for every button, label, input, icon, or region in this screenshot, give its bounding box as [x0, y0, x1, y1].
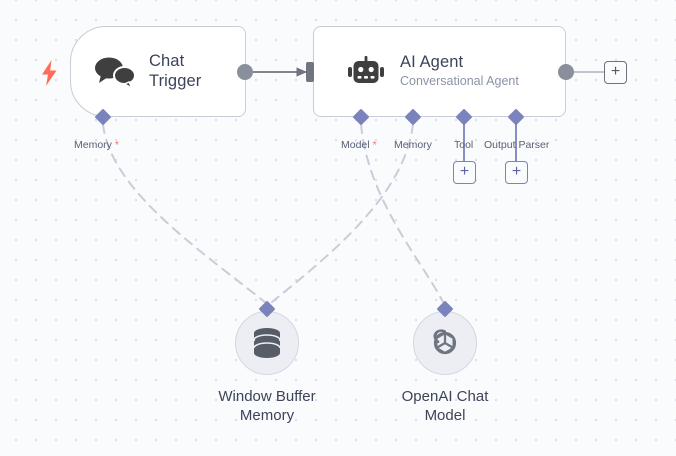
- chat-trigger-output-port[interactable]: [237, 64, 253, 80]
- ai-agent-memory-label: Memory: [394, 139, 432, 151]
- lightning-bolt-icon: [40, 60, 58, 91]
- window-buffer-memory-circle[interactable]: [235, 311, 299, 375]
- required-asterisk: *: [369, 139, 377, 151]
- add-output-parser-button[interactable]: +: [505, 161, 528, 184]
- chat-bubbles-icon: [93, 55, 137, 89]
- node-chat-trigger[interactable]: Chat Trigger: [70, 26, 246, 117]
- openai-chat-model-label: OpenAI Chat Model: [401, 388, 489, 424]
- plus-icon: +: [511, 162, 522, 180]
- openai-logo-icon: [433, 329, 457, 355]
- required-asterisk: *: [111, 139, 119, 151]
- ai-agent-output-port[interactable]: [558, 64, 574, 80]
- window-buffer-memory-label: Window Buffer Memory: [218, 388, 316, 424]
- node-chat-trigger-title: Chat Trigger: [149, 52, 202, 90]
- ai-agent-tool-label: Tool: [454, 139, 474, 151]
- ai-agent-input-port[interactable]: [306, 62, 314, 82]
- plus-icon: +: [459, 162, 470, 180]
- node-ai-agent[interactable]: AI Agent Conversational Agent: [313, 26, 566, 117]
- edge-chat-memory-to-window-buffer: [102, 123, 267, 304]
- plus-icon: +: [610, 62, 621, 80]
- openai-chat-model-circle[interactable]: [413, 311, 477, 375]
- database-icon: [253, 328, 281, 358]
- add-next-node-button[interactable]: +: [604, 61, 627, 84]
- node-ai-agent-title: AI Agent: [400, 53, 464, 72]
- port-label-text: Memory: [74, 139, 112, 151]
- chat-trigger-memory-label: Memory *: [74, 139, 119, 151]
- node-ai-agent-subtitle: Conversational Agent: [400, 73, 519, 88]
- port-label-text: Model: [341, 139, 370, 151]
- robot-icon: [346, 55, 386, 88]
- add-tool-button[interactable]: +: [453, 161, 476, 184]
- ai-agent-model-label: Model *: [341, 139, 377, 151]
- ai-agent-output-parser-label: Output Parser: [484, 139, 550, 151]
